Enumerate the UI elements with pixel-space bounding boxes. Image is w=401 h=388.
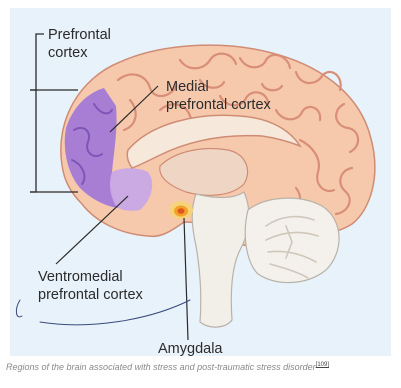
prefrontal-label-line1: Prefrontal <box>48 26 111 44</box>
medial-prefrontal-cortex-label: Medial prefrontal cortex <box>166 78 271 114</box>
amygdala-structure <box>169 201 193 219</box>
amygdala-label: Amygdala <box>158 340 222 358</box>
prefrontal-cortex-label: Prefrontal cortex <box>48 26 111 62</box>
caption-text: Regions of the brain associated with str… <box>6 362 316 372</box>
caption-reference[interactable]: [109] <box>316 362 329 368</box>
ventromedial-label-line2: prefrontal cortex <box>38 286 143 304</box>
figure-caption: Regions of the brain associated with str… <box>6 362 386 372</box>
ventromedial-label-line1: Ventromedial <box>38 268 143 286</box>
prefrontal-label-line2: cortex <box>48 44 111 62</box>
medial-label-line1: Medial <box>166 78 271 96</box>
medial-label-line2: prefrontal cortex <box>166 96 271 114</box>
brainstem <box>192 192 249 327</box>
ventromedial-prefrontal-cortex-label: Ventromedial prefrontal cortex <box>38 268 143 304</box>
